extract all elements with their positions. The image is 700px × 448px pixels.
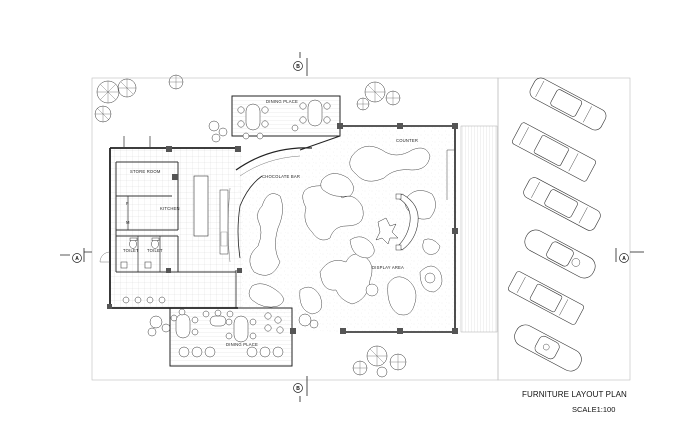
car-3 [523, 177, 601, 231]
car-4 [524, 229, 596, 279]
display-hall [227, 123, 460, 334]
car-1 [529, 77, 607, 131]
car-5 [508, 271, 584, 325]
label-dining-bottom: DINING PLACE [226, 342, 258, 347]
label-dining-top: DINING PLACE [266, 99, 298, 104]
car-6 [514, 324, 582, 372]
dining-deck-top [231, 95, 341, 140]
site-boundary [91, 77, 631, 381]
section-marker-top-label: B [296, 64, 300, 70]
label-chocolate-bar: CHOCOLATE BAR [262, 174, 300, 179]
section-marker-right-label: A [622, 256, 626, 262]
section-marker-right: A [615, 248, 644, 263]
tree-cluster-bottom-right [352, 345, 407, 378]
label-store-room: STORE ROOM [130, 169, 161, 174]
service-block [99, 136, 242, 309]
section-marker-left-label: A [75, 256, 79, 262]
section-marker-bottom: B [293, 376, 308, 402]
main-counter [397, 193, 419, 251]
parking-cars [508, 77, 607, 372]
label-kitchen: KITCHEN [160, 206, 180, 211]
label-door-f: F [126, 201, 129, 206]
label-toilet-2: TOILET [147, 248, 163, 253]
label-counter: COUNTER [396, 138, 418, 143]
room-labels: DINING PLACE COUNTER CHOCOLATE BAR STORE… [123, 99, 418, 347]
dining-deck-bottom [169, 307, 293, 367]
section-marker-top: B [293, 52, 308, 76]
section-marker-left: A [60, 248, 92, 263]
tree-cluster-left-mid [208, 120, 228, 143]
car-2 [512, 122, 596, 182]
tree-cluster-top-left [94, 74, 184, 123]
section-marker-bottom-label: B [296, 386, 300, 392]
entrance-walkway [460, 125, 498, 333]
label-door-m: M [126, 220, 130, 225]
label-display-area: DISPLAY AREA [372, 265, 404, 270]
drawing-scale: SCALE1:100 [572, 405, 616, 414]
tree-cluster-top-right [356, 81, 401, 111]
label-toilet-1: TOILET [123, 248, 139, 253]
drawing-title: FURNITURE LAYOUT PLAN [522, 390, 627, 399]
